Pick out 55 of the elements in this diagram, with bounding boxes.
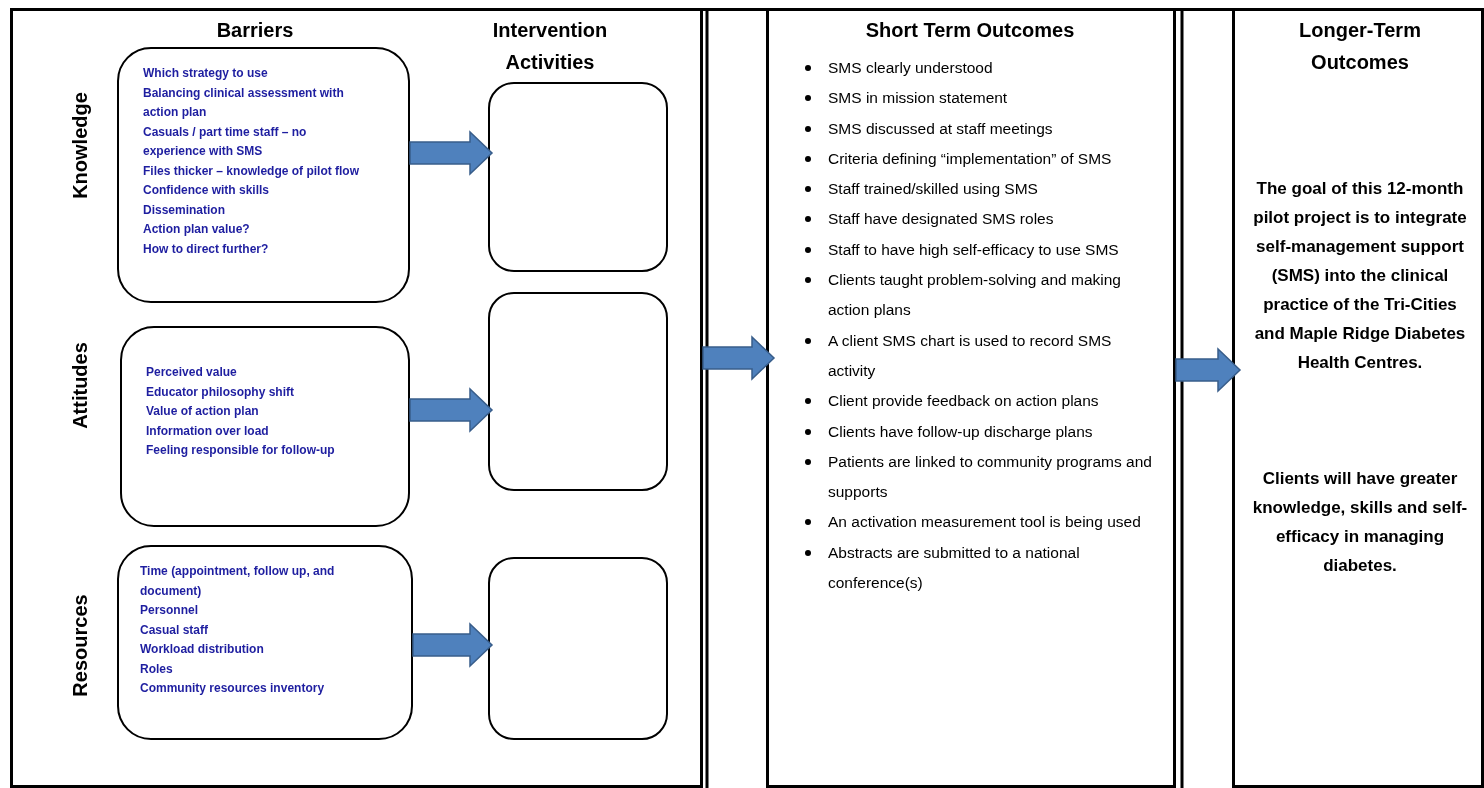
barrier-box: [120, 326, 410, 527]
row-label: Resources: [68, 593, 92, 697]
outcome-item: Clients taught problem-solving and making action plans: [828, 271, 1121, 319]
barrier-item: Personnel: [140, 602, 200, 619]
barrier-item: Action plan value?: [143, 221, 251, 238]
barrier-item: Time (appointment, follow up, and document): [140, 563, 336, 600]
activity-box: [488, 82, 668, 272]
barrier-item: How to direct further?: [143, 240, 270, 258]
barrier-item: Information over load: [146, 422, 270, 440]
outcome-item: Staff trained/skilled using SMS: [828, 180, 1038, 198]
outcome-item: Abstracts are submitted to a national conference(s): [828, 543, 1080, 592]
block-arrow: [702, 335, 776, 381]
barrier-box: [117, 545, 413, 740]
barrier-item: Casuals / part time staff – no experience with SMS: [143, 123, 308, 160]
barrier-item: Workload distribution: [140, 641, 265, 658]
outcome-item: Criteria defining “implementation” of SMS: [828, 149, 1112, 167]
outcome-item: SMS clearly understood: [828, 59, 993, 76]
barrier-box: [117, 47, 410, 303]
barrier-item: Perceived value: [146, 364, 238, 381]
outcome-item: Staff to have high self-efficacy to use SMS: [828, 240, 1119, 258]
column-panel: [1232, 8, 1484, 788]
column-panel: [766, 8, 1176, 788]
outcome-item: Clients have follow-up discharge plans: [828, 422, 1093, 440]
block-arrow: [1175, 347, 1242, 393]
outcome-paragraph: Clients will have greater knowledge, skills and self-efficacy in managing diabetes.: [1251, 468, 1469, 577]
column-heading: Barriers: [215, 18, 295, 43]
outcome-item: A client SMS chart is used to record SMS activity: [828, 331, 1112, 379]
barrier-item: Community resources inventory: [140, 680, 326, 697]
barrier-item: Value of action plan: [146, 403, 260, 420]
block-arrow: [412, 622, 494, 668]
outcome-item: SMS in mission statement: [828, 89, 1008, 107]
column-heading: Short Term Outcomes: [864, 18, 1076, 43]
block-arrow: [409, 387, 494, 433]
row-label: Attitudes: [68, 341, 92, 429]
block-arrow: [409, 130, 494, 176]
outcome-paragraph: The goal of this 12-month pilot project is to integrate self-management support (SMS) into the clinical practice of the Tri-Cities and Maple Ridge Diabetes Health Centres.: [1252, 178, 1468, 374]
activity-box: [488, 292, 668, 491]
outcome-item: Staff have designated SMS roles: [828, 210, 1054, 228]
barrier-item: Roles: [140, 660, 174, 678]
barrier-item: Casual staff: [140, 621, 210, 639]
barrier-item: Files thicker – knowledge of pilot flow: [143, 162, 361, 180]
barrier-item: Dissemination: [143, 201, 227, 219]
barrier-item: Balancing clinical assessment with action plan: [143, 84, 345, 121]
outcome-item: Client provide feedback on action plans: [828, 392, 1099, 410]
barrier-item: Feeling responsible for follow-up: [146, 442, 336, 459]
barrier-item: Which strategy to use: [143, 65, 269, 82]
barrier-item: Confidence with skills: [143, 182, 271, 199]
row-label: Knowledge: [68, 91, 92, 199]
outcome-item: An activation measurement tool is being used: [828, 513, 1141, 531]
barrier-item: Educator philosophy shift: [146, 383, 295, 401]
column-heading: Longer-Term Outcomes: [1298, 18, 1422, 75]
outcome-item: SMS discussed at staff meetings: [828, 119, 1053, 137]
activity-box: [488, 557, 668, 740]
column-heading: Intervention Activities: [491, 18, 609, 75]
outcome-item: Patients are linked to community programs and supports: [828, 452, 1152, 501]
